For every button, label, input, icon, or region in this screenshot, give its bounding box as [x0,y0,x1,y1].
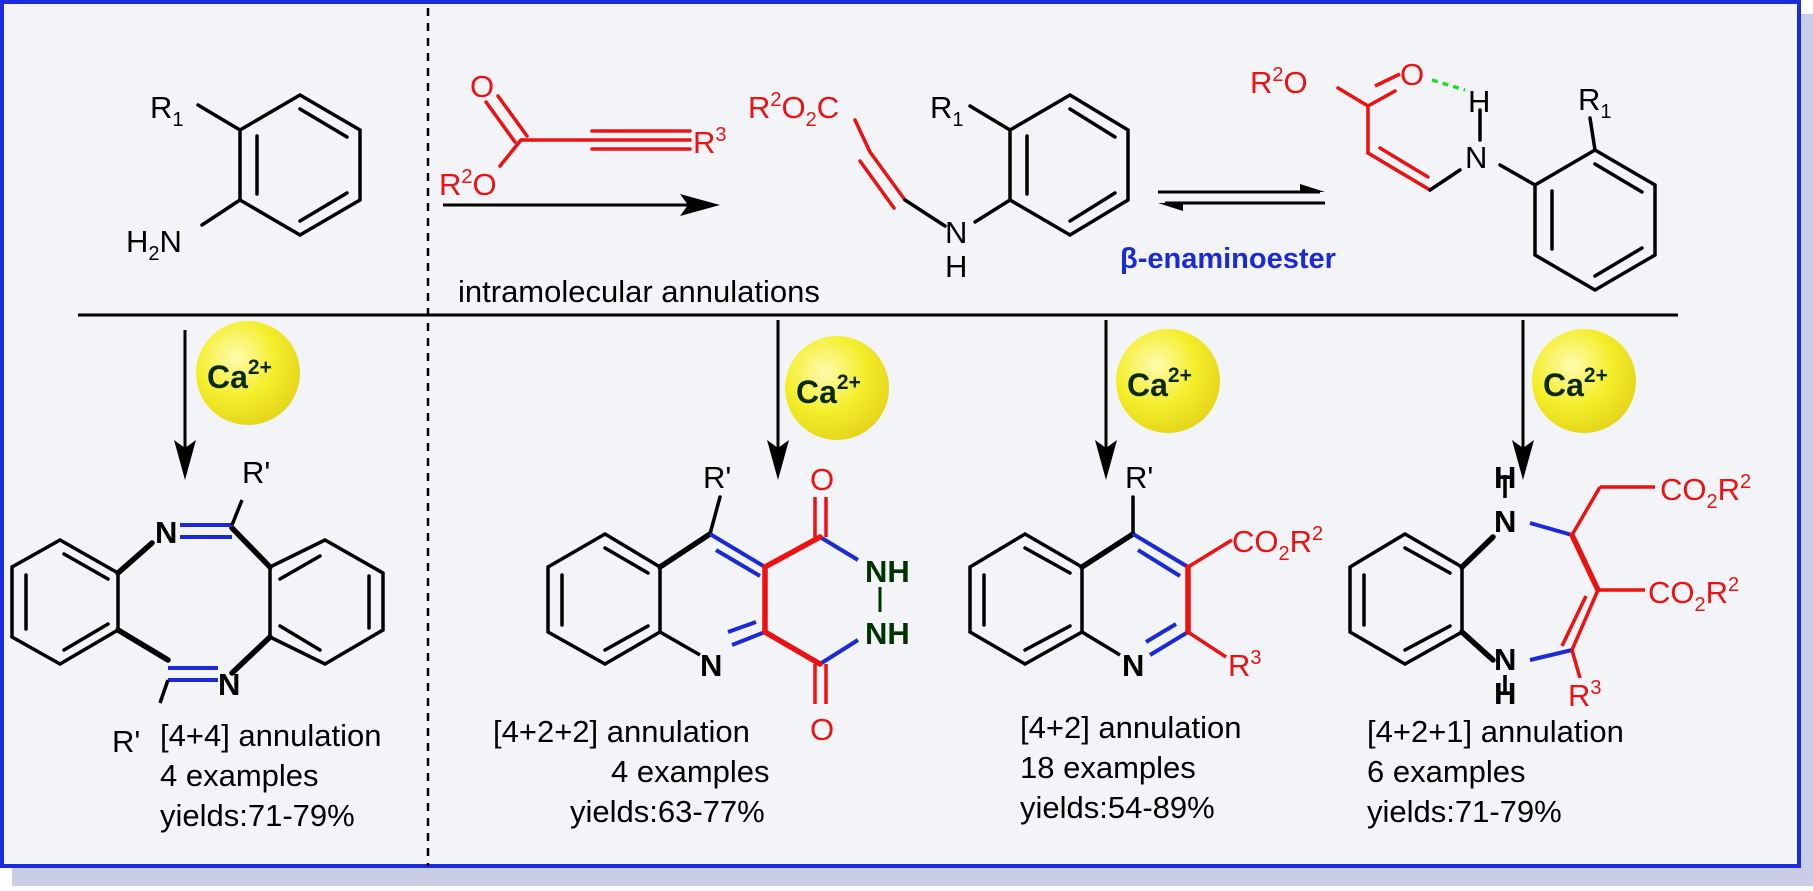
diazocine-n1: N [155,515,177,550]
quinoline-r-top: R' [1125,460,1153,495]
enamine-h: H [945,249,967,284]
bzd-co2r2-b: CO2R2 [1648,574,1739,616]
product3-examples: 18 examples [1020,750,1196,785]
pyridazine-n-ring: N [700,648,722,683]
pyridazine-nh-bottom: NH [865,616,910,651]
bzd-nh-top-n: N [1494,504,1516,539]
aniline-r1: R1 [150,90,184,131]
enamine-r2o2c: R2O2C [748,89,839,131]
pyridazine-nh-top: NH [865,554,910,589]
product2-examples: 4 examples [611,754,770,789]
product4-examples: 6 examples [1367,754,1526,789]
quinoline-n-ring: N [1122,648,1144,683]
catalyst-ca-3: Ca2+ [1116,329,1220,433]
catalyst-ca-2: Ca2+ [785,336,889,440]
enaminoester-e-structure: R2O2C R1 N H [748,89,1130,284]
enamine-r1: R1 [930,90,964,131]
zenamine-h: H [1468,84,1490,119]
product1-annulation: [4+4] annulation [160,718,382,753]
zenamine-r1: R1 [1578,82,1612,123]
frame-border [0,0,1801,868]
beta-enaminoester-label: β-enaminoester [1120,243,1336,275]
catalyst-ca-4: Ca2+ [1532,329,1636,433]
diazocine-r-bottom: R' [112,724,140,759]
bzd-r3: R3 [1568,677,1602,713]
diazocine-r-top: R' [242,455,270,490]
bzd-co2r2-a: CO2R2 [1660,471,1751,513]
zenamine-o-carbonyl: O [1400,57,1424,92]
pyridazine-r-top: R' [703,460,731,495]
product-pyridazinedione: R' O O NH NH N [546,460,910,747]
reaction-arrow [443,194,720,216]
product3-yields: yields:54-89% [1020,790,1215,825]
product1-yields: yields:71-79% [160,798,355,833]
product1-examples: 4 examples [160,758,319,793]
catalyst-ca-1: Ca2+ [196,321,300,425]
intramolecular-annulations-label: intramolecular annulations [458,274,820,309]
product-benzodiazepine: H N N H CO2R2 CO2R2 R3 [1348,460,1751,713]
alkyne-r3: R3 [693,124,727,160]
zenamine-n: N [1465,140,1487,175]
product-quinoline: R' CO2R2 N R3 [968,460,1323,683]
alkyne-o-carbonyl: O [470,69,494,104]
product-diazocine: N N R' R' [10,455,385,759]
svg-text:Ca2+: Ca2+ [796,371,861,410]
aniline-structure: R1 H2N [126,90,362,265]
pyridazine-o-top: O [810,462,834,497]
enaminoester-z-structure: R2O O H N R1 [1250,57,1657,293]
product4-yields: yields:71-79% [1367,794,1562,829]
quinoline-r3: R3 [1228,647,1262,683]
bzd-nh-bottom-n: N [1494,642,1516,677]
product4-annulation: [4+2+1] annulation [1367,714,1624,749]
svg-text:Ca2+: Ca2+ [207,356,272,395]
quinoline-co2r2: CO2R2 [1232,523,1323,565]
product3-annulation: [4+2] annulation [1020,710,1242,745]
svg-text:Ca2+: Ca2+ [1127,364,1192,403]
diazocine-n2: N [218,667,240,702]
bzd-nh-top-h: H [1494,460,1516,495]
bzd-nh-bottom-h: H [1494,676,1516,711]
svg-text:Ca2+: Ca2+ [1543,364,1608,403]
product2-yields: yields:63-77% [570,794,765,829]
pyridazine-o-bottom: O [810,712,834,747]
alkyne-structure: O R2O R3 [439,69,727,202]
equilibrium-arrows [1158,184,1325,211]
alkyne-r2o: R2O [439,166,497,202]
product2-annulation: [4+2+2] annulation [493,714,750,749]
zenamine-r2o: R2O [1250,64,1308,100]
catalyst-arrows [174,320,1534,480]
aniline-nh2: H2N [126,224,182,265]
enamine-n: N [945,215,967,250]
